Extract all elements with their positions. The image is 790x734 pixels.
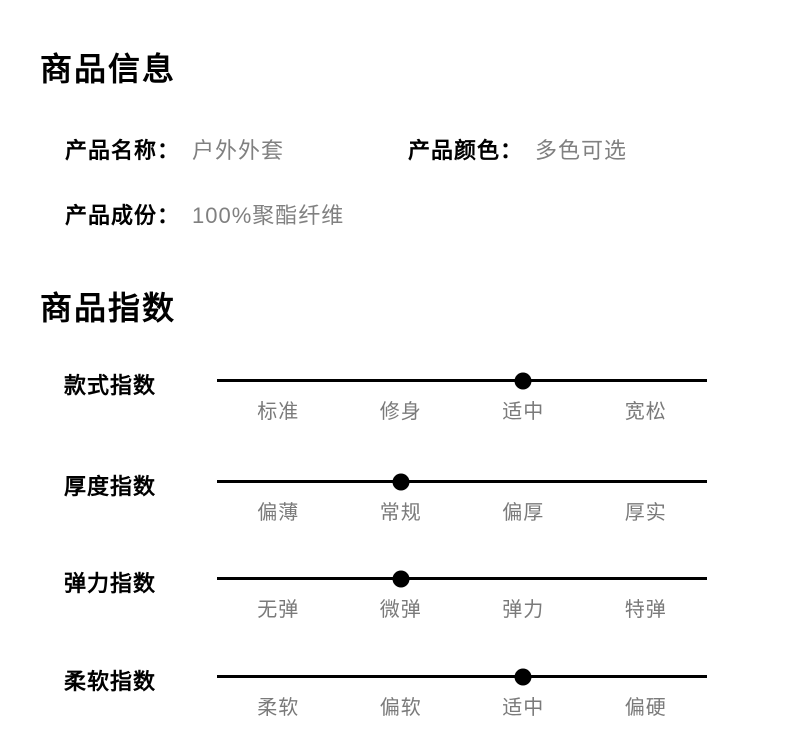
index-row-thickness: 厚度指数 偏薄 常规 偏厚 厚实 bbox=[0, 459, 790, 557]
slider-labels: 柔软 偏软 适中 偏硬 bbox=[217, 691, 707, 720]
product-material-field: 产品成份： 100%聚酯纤维 bbox=[65, 198, 344, 230]
index-row-label: 款式指数 bbox=[64, 373, 157, 398]
product-material-value: 100%聚酯纤维 bbox=[192, 203, 345, 228]
slider-option-label: 适中 bbox=[502, 697, 545, 719]
index-row-softness: 柔软指数 柔软 偏软 适中 偏硬 bbox=[0, 654, 790, 734]
slider-labels: 标准 修身 适中 宽松 bbox=[217, 395, 707, 424]
slider-line bbox=[217, 480, 707, 483]
slider-option-label: 偏硬 bbox=[624, 697, 667, 719]
slider-track: 无弹 微弹 弹力 特弹 bbox=[217, 570, 707, 622]
slider-dot bbox=[392, 570, 410, 587]
slider-track: 偏薄 常规 偏厚 厚实 bbox=[217, 473, 707, 525]
slider-option-label: 修身 bbox=[379, 401, 422, 423]
index-row-label: 柔软指数 bbox=[64, 669, 157, 694]
slider-option-label: 宽松 bbox=[624, 401, 667, 423]
slider-option-label: 标准 bbox=[257, 401, 300, 423]
slider-line bbox=[217, 577, 707, 580]
slider-option-label: 特弹 bbox=[624, 599, 667, 621]
slider-option-label: 无弹 bbox=[257, 599, 300, 621]
product-name-label: 产品名称： bbox=[65, 138, 181, 163]
slider-option-label: 微弹 bbox=[379, 599, 422, 621]
slider-dot bbox=[514, 372, 532, 389]
slider-option-label: 柔软 bbox=[257, 697, 300, 719]
product-index-title: 商品指数 bbox=[40, 290, 177, 326]
product-color-label: 产品颜色： bbox=[408, 138, 524, 163]
index-row-elasticity: 弹力指数 无弹 微弹 弹力 特弹 bbox=[0, 556, 790, 654]
slider-option-label: 偏薄 bbox=[257, 502, 300, 524]
index-row-label: 厚度指数 bbox=[64, 474, 157, 499]
slider-option-label: 弹力 bbox=[502, 599, 545, 621]
slider-option-label: 常规 bbox=[379, 502, 422, 524]
slider-labels: 无弹 微弹 弹力 特弹 bbox=[217, 593, 707, 622]
slider-track: 标准 修身 适中 宽松 bbox=[217, 372, 707, 424]
slider-dot bbox=[514, 668, 532, 685]
slider-dot bbox=[392, 473, 410, 490]
slider-option-label: 偏软 bbox=[379, 697, 422, 719]
product-name-field: 产品名称： 户外外套 bbox=[65, 133, 284, 165]
product-material-label: 产品成份： bbox=[65, 203, 181, 228]
slider-option-label: 适中 bbox=[502, 401, 545, 423]
product-name-value: 户外外套 bbox=[192, 138, 285, 163]
slider-line bbox=[217, 675, 707, 678]
product-color-value: 多色可选 bbox=[535, 138, 628, 163]
slider-line bbox=[217, 379, 707, 382]
product-color-field: 产品颜色： 多色可选 bbox=[408, 133, 627, 165]
slider-option-label: 厚实 bbox=[624, 502, 667, 524]
slider-track: 柔软 偏软 适中 偏硬 bbox=[217, 668, 707, 720]
index-row-label: 弹力指数 bbox=[64, 571, 157, 596]
slider-option-label: 偏厚 bbox=[502, 502, 545, 524]
slider-labels: 偏薄 常规 偏厚 厚实 bbox=[217, 496, 707, 525]
index-row-style: 款式指数 标准 修身 适中 宽松 bbox=[0, 358, 790, 456]
product-info-title: 商品信息 bbox=[40, 51, 177, 87]
